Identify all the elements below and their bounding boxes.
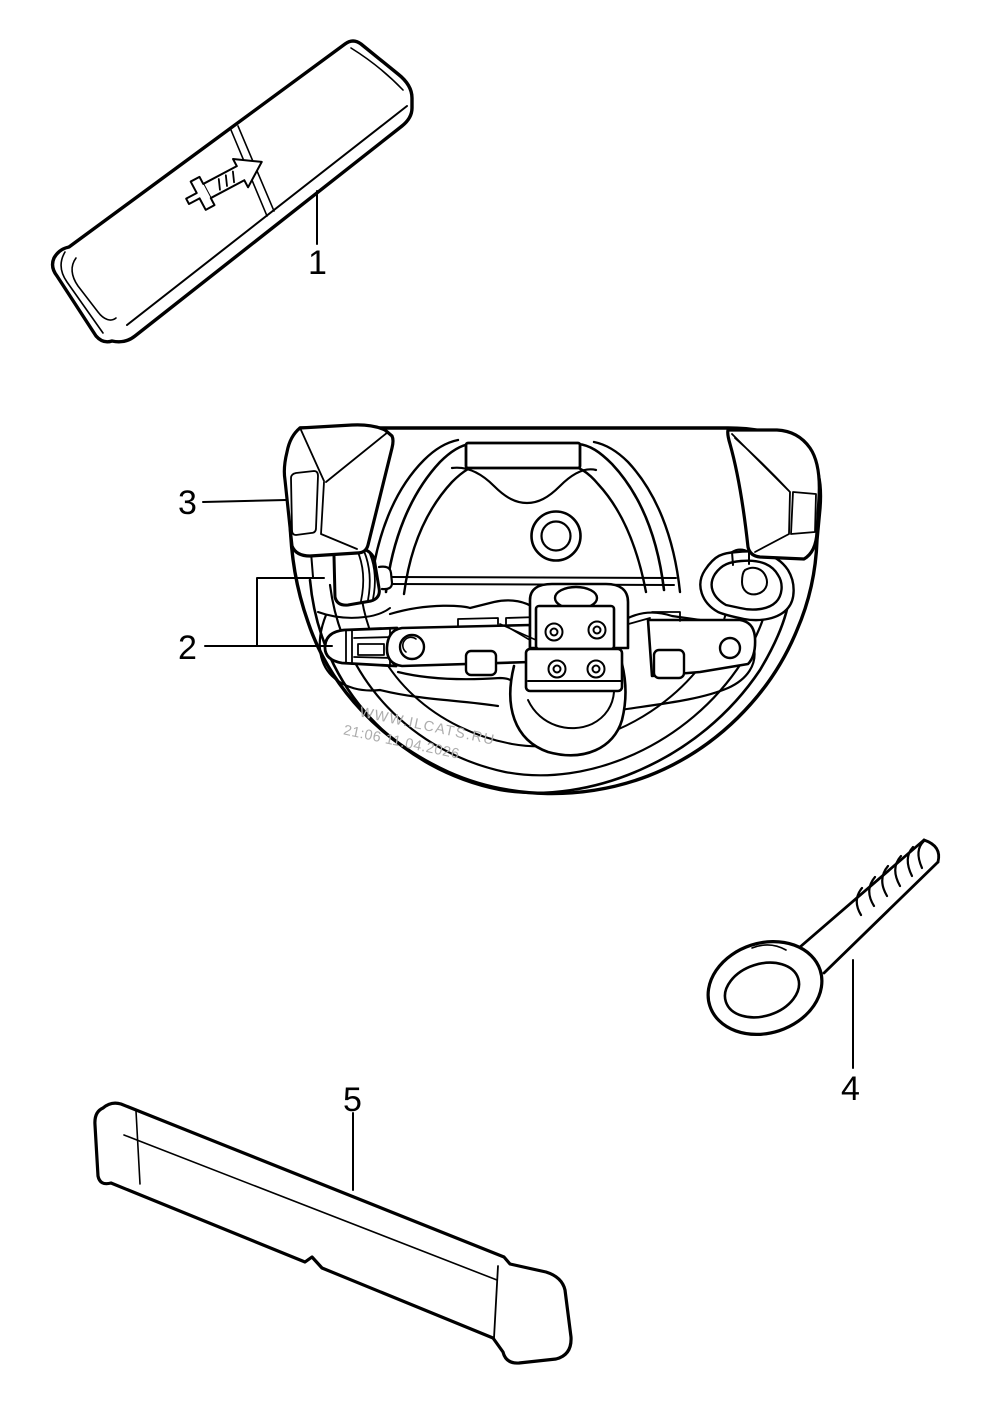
tray-hook-recess xyxy=(699,548,795,622)
callout-label-1: 1 xyxy=(308,244,327,282)
jack-left-arm xyxy=(385,616,541,677)
callout-2-leader xyxy=(204,577,333,647)
jack-centre-mechanism xyxy=(499,582,630,757)
towing-eye-threads xyxy=(855,839,926,917)
jack-screws xyxy=(544,620,607,679)
callout-leaders xyxy=(202,190,854,1191)
part-5-foam-bar xyxy=(93,1101,573,1365)
tray-left-pocket xyxy=(282,423,395,558)
part-4-towing-eye xyxy=(706,838,941,1036)
callout-3-leader xyxy=(202,499,287,503)
callout-label-2: 2 xyxy=(178,629,197,667)
tray-right-pocket xyxy=(726,428,821,561)
callout-label-5: 5 xyxy=(343,1081,362,1119)
tray-handle-bar xyxy=(464,441,582,470)
callout-label-4: 4 xyxy=(841,1070,860,1108)
callout-label-3: 3 xyxy=(178,484,197,522)
part-1-tool-case xyxy=(50,39,414,344)
jack-right-arm xyxy=(613,611,757,680)
jack-crank-end xyxy=(323,626,399,668)
tray-hole xyxy=(530,510,582,562)
part-2-jack-assembly xyxy=(317,544,757,757)
jack-arrow-icon xyxy=(185,158,263,211)
